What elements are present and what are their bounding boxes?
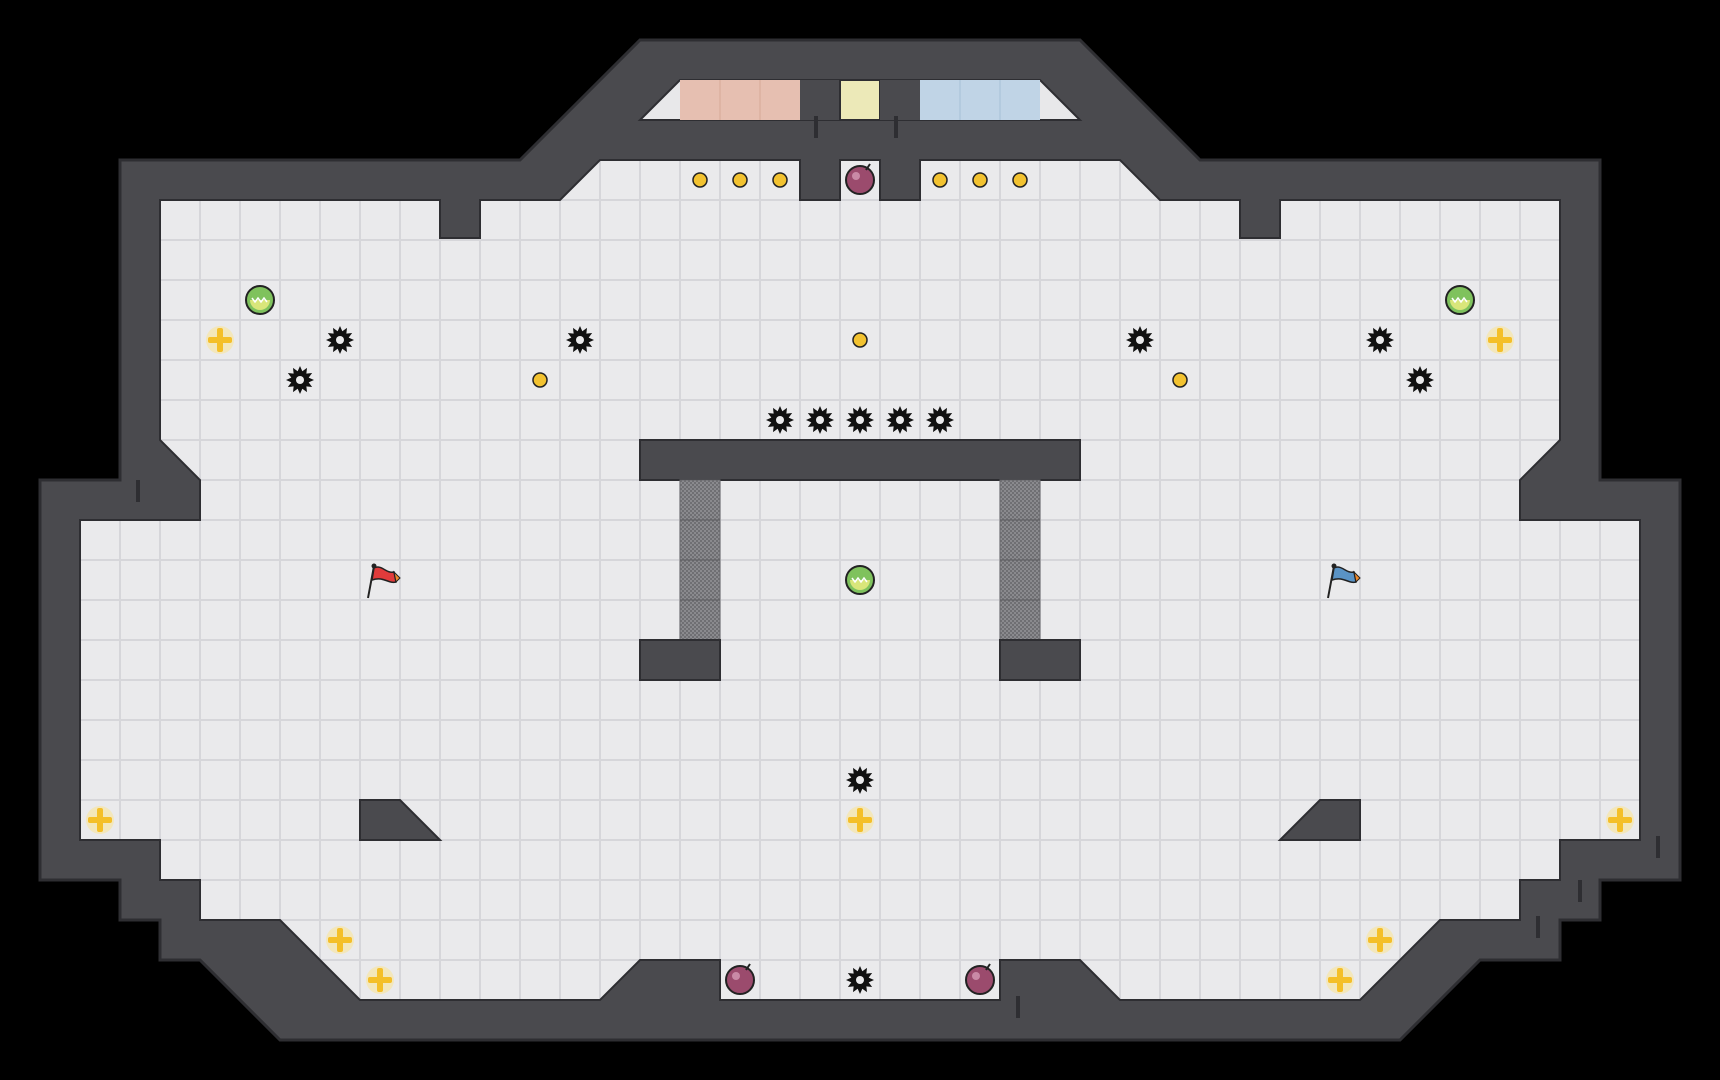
pellet-icon [972, 172, 988, 188]
pellet-icon [1012, 172, 1028, 188]
spike-icon [566, 326, 594, 354]
wall-notch [894, 116, 898, 138]
wall-notch [1536, 916, 1540, 938]
ramp-right [1277, 799, 1361, 841]
boost-icon [1606, 806, 1634, 834]
boost-icon [1486, 326, 1514, 354]
pellet-icon [532, 372, 548, 388]
boost-icon [846, 806, 874, 834]
wall-notch [814, 116, 818, 138]
center-foot-left [639, 639, 721, 681]
boost-icon [1326, 966, 1354, 994]
spike-icon [1126, 326, 1154, 354]
boost-icon [86, 806, 114, 834]
spike-icon [846, 966, 874, 994]
gate-seams [680, 519, 1040, 601]
bomb-icon [965, 963, 995, 995]
powerup-icon [245, 285, 275, 315]
spike-icon [1366, 326, 1394, 354]
boost-icon [366, 966, 394, 994]
boost-icon [206, 326, 234, 354]
map-objects [86, 163, 1660, 1018]
center-score-divider-left [800, 80, 840, 120]
spike-icon [326, 326, 354, 354]
center-foot-right [999, 639, 1081, 681]
spike-icon [846, 406, 874, 434]
powerup-icon [845, 565, 875, 595]
bomb-icon [845, 163, 875, 195]
bomb-icon [725, 963, 755, 995]
neutral-score-cell [839, 79, 881, 121]
pellet-icon [932, 172, 948, 188]
pellet-icon [852, 332, 868, 348]
spike-icon [1406, 366, 1434, 394]
wall-notch [1578, 880, 1582, 902]
pellet-icon [1172, 372, 1188, 388]
boost-icon [326, 926, 354, 954]
spike-icon [886, 406, 914, 434]
wall-notch [1016, 996, 1020, 1018]
blue-score-bar [920, 80, 1040, 120]
spike-icon [846, 766, 874, 794]
pellet-icon [692, 172, 708, 188]
spike-icon [926, 406, 954, 434]
spike-icon [286, 366, 314, 394]
boost-icon [1366, 926, 1394, 954]
center-bar-wall [639, 439, 1081, 481]
red-score-bar [680, 80, 800, 120]
blue-flag-icon [1327, 563, 1361, 599]
center-score-divider-right [880, 80, 920, 120]
red-flag-icon [367, 563, 401, 599]
pellet-icon [732, 172, 748, 188]
ramp-left [359, 799, 443, 841]
wall-notch [136, 480, 140, 502]
powerup-icon [1445, 285, 1475, 315]
spike-icon [766, 406, 794, 434]
pellet-icon [772, 172, 788, 188]
spike-icon [806, 406, 834, 434]
wall-notch [1656, 836, 1660, 858]
